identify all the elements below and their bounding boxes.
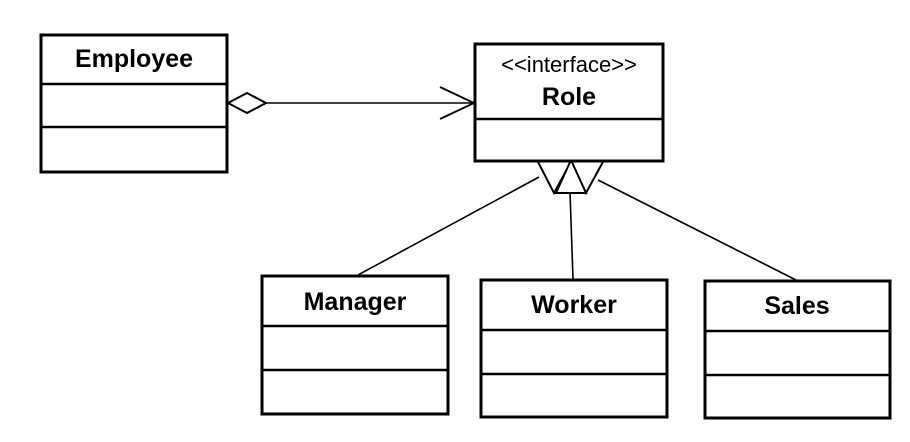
aggregation-employee-role: [225, 86, 477, 120]
realization-triangle-center: [554, 157, 588, 194]
realization-worker-role: [569, 191, 574, 280]
class-manager-box: [260, 274, 450, 416]
class-manager[interactable]: Manager: [260, 274, 450, 416]
class-employee-name: Employee: [75, 45, 193, 73]
class-sales-name: Sales: [764, 292, 829, 320]
class-worker[interactable]: Worker: [479, 278, 669, 419]
realization-manager-line: [357, 176, 540, 276]
realization-sales-line: [597, 179, 797, 281]
class-role[interactable]: <<interface>> Role: [473, 42, 665, 163]
realization-arrowheads: [535, 157, 606, 196]
class-role-stereotype: <<interface>>: [501, 52, 637, 77]
realization-sales-role: [597, 179, 797, 281]
realization-worker-line: [569, 191, 574, 280]
class-worker-box: [479, 278, 669, 419]
realization-manager-role: [357, 176, 540, 276]
class-employee[interactable]: Employee: [39, 33, 229, 174]
class-sales-box: [703, 279, 892, 420]
class-manager-name: Manager: [304, 288, 407, 316]
class-role-name: Role: [542, 83, 596, 111]
class-role-box: [473, 42, 665, 163]
class-sales[interactable]: Sales: [703, 279, 892, 420]
class-worker-name: Worker: [531, 291, 617, 319]
class-employee-box: [39, 33, 229, 174]
aggregation-diamond: [225, 91, 269, 115]
